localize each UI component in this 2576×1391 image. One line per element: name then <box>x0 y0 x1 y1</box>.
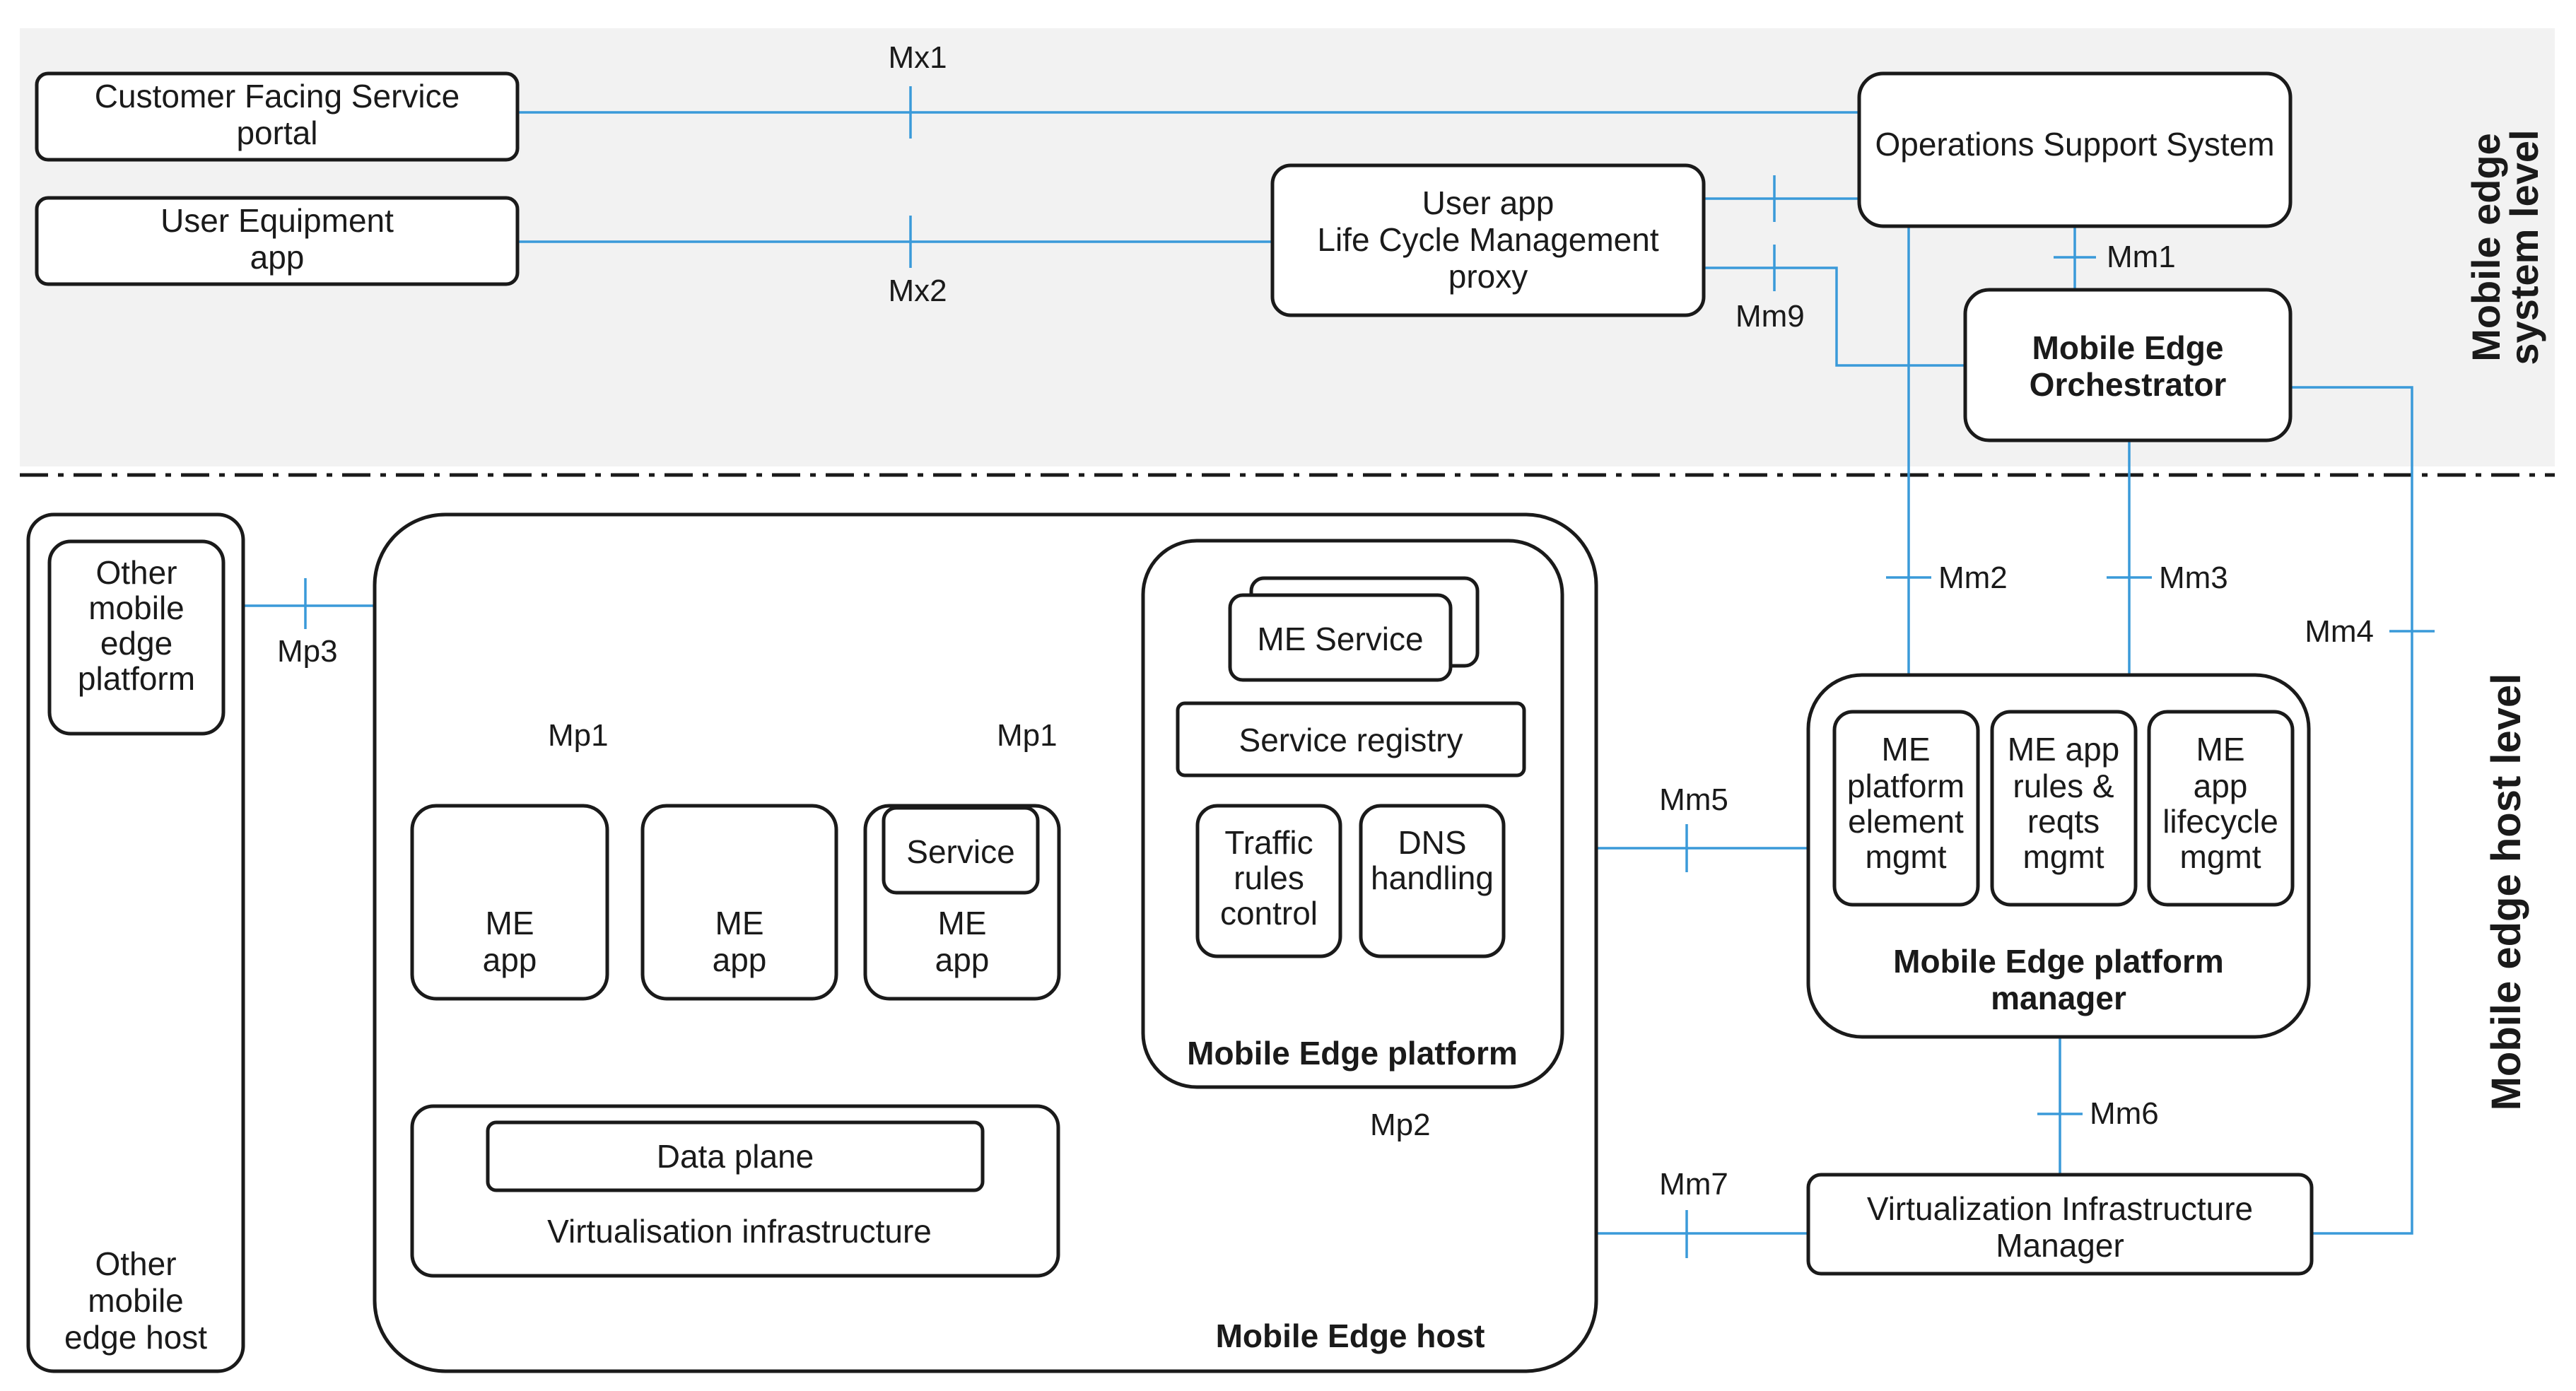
mm4-label: Mm4 <box>2305 614 2374 649</box>
app-rules-mgmt-label-2: rules & <box>2013 768 2114 804</box>
me-platform-label: Mobile Edge platform <box>1187 1035 1518 1072</box>
lcm-proxy-box[interactable]: User app Life Cycle Management proxy <box>1270 163 1706 317</box>
service-box[interactable]: Service <box>882 806 1040 895</box>
service-registry-label: Service registry <box>1239 722 1463 758</box>
me-service-box[interactable]: ME Service <box>1228 593 1453 682</box>
other-platform-box[interactable]: Other mobile edge platform <box>47 539 226 736</box>
mm4-line <box>2290 386 2413 1235</box>
app-lifecycle-mgmt-label-2: app <box>2194 768 2248 804</box>
app-lifecycle-mgmt-box[interactable]: ME app lifecycle mgmt <box>2147 710 2295 907</box>
service-registry-box[interactable]: Service registry <box>1176 701 1526 777</box>
lcm-proxy-label-2: Life Cycle Management <box>1317 221 1658 258</box>
other-host-label-1: Other <box>95 1245 176 1282</box>
lcm-proxy-label-1: User app <box>1422 184 1555 221</box>
mm9-label: Mm9 <box>1735 299 1805 334</box>
platform-element-mgmt-label-3: element <box>1848 803 1964 840</box>
mepm-label-2: manager <box>1991 980 2126 1016</box>
other-platform-label-4: platform <box>78 660 195 697</box>
mm9-line <box>1704 266 1965 367</box>
platform-element-mgmt-label-1: ME <box>1882 731 1931 768</box>
mx2-label: Mx2 <box>888 274 947 308</box>
mm5-label: Mm5 <box>1659 782 1728 817</box>
mp2-label: Mp2 <box>1370 1108 1431 1142</box>
me-app-1-label-2: app <box>483 941 537 978</box>
traffic-rules-label-3: control <box>1220 895 1318 932</box>
cfs-portal-label-2: portal <box>236 115 317 151</box>
traffic-rules-label-1: Traffic <box>1224 824 1313 861</box>
platform-element-mgmt-box[interactable]: ME platform element mgmt <box>1832 710 1980 907</box>
vim-label-2: Manager <box>1996 1227 2124 1264</box>
mm1-label: Mm1 <box>2107 240 2176 274</box>
oss-box[interactable]: Operations Support System <box>1857 71 2293 228</box>
me-app-2-label-1: ME <box>715 905 764 941</box>
dns-handling-label-1: DNS <box>1398 824 1466 861</box>
meo-label-1: Mobile Edge <box>2032 329 2224 366</box>
platform-element-mgmt-label-2: platform <box>1847 768 1965 804</box>
reference-point-labels: Mx1 Mx2 Mm9 Mm1 Mm2 Mm3 Mm4 Mm5 Mm6 Mm7 … <box>277 40 2374 1202</box>
mm3-label: Mm3 <box>2159 560 2228 595</box>
me-app-2-box[interactable]: ME app <box>640 804 838 1001</box>
mm6-label: Mm6 <box>2090 1096 2159 1131</box>
mp3-label: Mp3 <box>277 634 338 669</box>
app-lifecycle-mgmt-label-4: mgmt <box>2180 838 2261 875</box>
ue-app-box[interactable]: User Equipment app <box>35 196 520 286</box>
me-app-1-label-1: ME <box>486 905 534 941</box>
virt-infra-label: Virtualisation infrastructure <box>547 1213 932 1250</box>
traffic-rules-box[interactable]: Traffic rules control <box>1195 804 1342 958</box>
system-level-label-1: Mobile edge <box>2464 133 2508 362</box>
data-plane-label: Data plane <box>657 1138 814 1175</box>
other-host-label-2: mobile <box>88 1282 184 1319</box>
other-platform-label-3: edge <box>100 625 172 662</box>
meo-label-2: Orchestrator <box>2030 366 2227 403</box>
app-lifecycle-mgmt-label-3: lifecycle <box>2162 803 2278 840</box>
meo-box[interactable]: Mobile Edge Orchestrator <box>1963 288 2293 442</box>
oss-label: Operations Support System <box>1875 126 2274 163</box>
mm7-label: Mm7 <box>1659 1167 1728 1202</box>
ue-app-label-1: User Equipment <box>160 202 394 239</box>
mx1-label: Mx1 <box>888 40 947 75</box>
other-host-label-3: edge host <box>64 1319 207 1356</box>
app-lifecycle-mgmt-label-1: ME <box>2196 731 2245 768</box>
service-label: Service <box>906 833 1014 870</box>
cfs-portal-box[interactable]: Customer Facing Service portal <box>35 71 520 162</box>
me-app-3-label-2: app <box>935 941 990 978</box>
vim-label-1: Virtualization Infrastructure <box>1867 1190 2253 1227</box>
app-rules-mgmt-label-1: ME app <box>2008 731 2120 768</box>
app-rules-mgmt-label-4: mgmt <box>2023 838 2104 875</box>
traffic-rules-label-2: rules <box>1234 859 1304 896</box>
cfs-portal-label-1: Customer Facing Service <box>95 78 459 115</box>
host-level-label: Mobile edge host level <box>2483 674 2529 1111</box>
me-app-3-label-1: ME <box>938 905 987 941</box>
mp1-a-label: Mp1 <box>548 718 609 753</box>
data-plane-box[interactable]: Data plane <box>486 1120 985 1192</box>
dns-handling-label-2: handling <box>1371 859 1494 896</box>
dns-handling-box[interactable]: DNS handling <box>1359 804 1506 958</box>
me-service-label: ME Service <box>1257 621 1423 657</box>
me-app-1-box[interactable]: ME app <box>410 804 609 1001</box>
mepm-label-1: Mobile Edge platform <box>1893 943 2224 980</box>
ue-app-label-2: app <box>250 239 305 276</box>
app-rules-mgmt-box[interactable]: ME app rules & reqts mgmt <box>1990 710 2138 907</box>
app-rules-mgmt-label-3: reqts <box>2027 803 2100 840</box>
platform-element-mgmt-label-4: mgmt <box>1866 838 1947 875</box>
lcm-proxy-label-3: proxy <box>1448 258 1528 295</box>
mm2-label: Mm2 <box>1938 560 2008 595</box>
mp1-b-label: Mp1 <box>997 718 1058 753</box>
system-level-label-2: system level <box>2502 129 2546 365</box>
other-platform-label-1: Other <box>95 554 177 591</box>
me-host-label: Mobile Edge host <box>1216 1317 1485 1354</box>
vim-box[interactable]: Virtualization Infrastructure Manager <box>1806 1173 2314 1276</box>
me-app-2-label-2: app <box>713 941 767 978</box>
other-platform-label-2: mobile <box>88 589 185 626</box>
